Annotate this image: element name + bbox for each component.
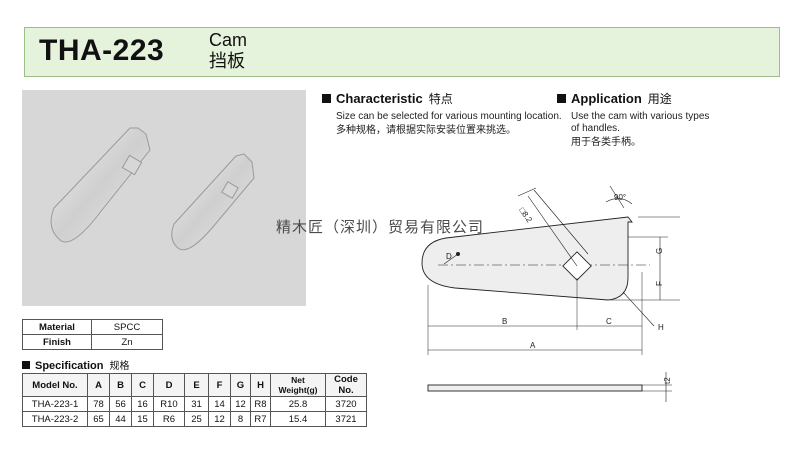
cell: R8 (250, 396, 271, 412)
cell: 25 (184, 411, 209, 427)
dim-h: H (658, 323, 664, 332)
application-text-en-1: Use the cam with various types (571, 111, 710, 122)
bullet-square-icon (322, 94, 331, 103)
table-row: THA-223-2 65 44 15 R6 25 12 8 R7 15.4 37… (22, 411, 367, 427)
product-photo (22, 90, 306, 306)
application-text-cn: 用于各类手柄。 (571, 137, 641, 148)
cell: 15.4 (270, 411, 326, 427)
col-d: D (153, 373, 185, 397)
table-row: Finish Zn (22, 334, 163, 350)
finish-label: Finish (22, 334, 92, 350)
table-row: THA-223-1 78 56 16 R10 31 14 12 R8 25.8 … (22, 396, 367, 412)
material-value: SPCC (91, 319, 163, 335)
characteristic-text-cn: 多种规格，请根据实际安装位置来挑选。 (336, 125, 516, 136)
cell: R10 (153, 396, 185, 412)
col-c: C (131, 373, 154, 397)
col-net-weight: Net Weight(g) (270, 373, 326, 397)
cell: 16 (131, 396, 154, 412)
col-e: E (184, 373, 209, 397)
col-f: F (208, 373, 231, 397)
dim-f: F (655, 281, 664, 286)
specification-table: Model No. A B C D E F G H Net Weight(g) … (22, 373, 367, 427)
dim-square: □8.2 (517, 206, 534, 225)
dim-a: A (530, 341, 536, 350)
cell: 8 (230, 411, 251, 427)
col-code: Code No. (325, 373, 367, 397)
dim-angle: 90° (614, 193, 626, 202)
material-table: Material SPCC Finish Zn (22, 319, 163, 350)
cell: 56 (109, 396, 132, 412)
table-header-row: Model No. A B C D E F G H Net Weight(g) … (22, 373, 367, 397)
product-name-en: Cam (209, 30, 248, 50)
dim-b: B (502, 317, 507, 326)
cam-small (171, 153, 255, 251)
cell: 12 (230, 396, 251, 412)
cam-large (50, 127, 151, 243)
product-name-cn: 挡板 (209, 51, 245, 71)
dim-c: C (606, 317, 612, 326)
cell: 15 (131, 411, 154, 427)
cell: 3720 (325, 396, 367, 412)
cell: THA-223-2 (22, 411, 88, 427)
cell: R7 (250, 411, 271, 427)
dim-thickness: t2 (663, 377, 672, 384)
col-b: B (109, 373, 132, 397)
cell: 31 (184, 396, 209, 412)
bullet-square-icon (22, 361, 30, 369)
finish-value: Zn (91, 334, 163, 350)
cell: 3721 (325, 411, 367, 427)
col-g: G (230, 373, 251, 397)
bullet-square-icon (557, 94, 566, 103)
cell: 12 (208, 411, 231, 427)
cell: 14 (208, 396, 231, 412)
table-row: Material SPCC (22, 319, 163, 335)
cell: 65 (87, 411, 110, 427)
col-a: A (87, 373, 110, 397)
characteristic-text-en: Size can be selected for various mountin… (336, 111, 562, 122)
dim-e: E (679, 265, 680, 270)
model-number: THA-223 (39, 34, 165, 67)
dim-d: D (446, 252, 452, 261)
company-watermark: 精木匠（深圳）贸易有限公司 (276, 218, 485, 236)
cell: 44 (109, 411, 132, 427)
application-text-en-2: of handles. (571, 123, 620, 134)
cell: R6 (153, 411, 185, 427)
cell: 25.8 (270, 396, 326, 412)
col-model: Model No. (22, 373, 88, 397)
material-label: Material (22, 319, 92, 335)
cell: 78 (87, 396, 110, 412)
col-h: H (250, 373, 271, 397)
title-banner: THA-223 Cam 挡板 (24, 27, 780, 77)
dim-g: G (655, 248, 664, 254)
cell: THA-223-1 (22, 396, 88, 412)
